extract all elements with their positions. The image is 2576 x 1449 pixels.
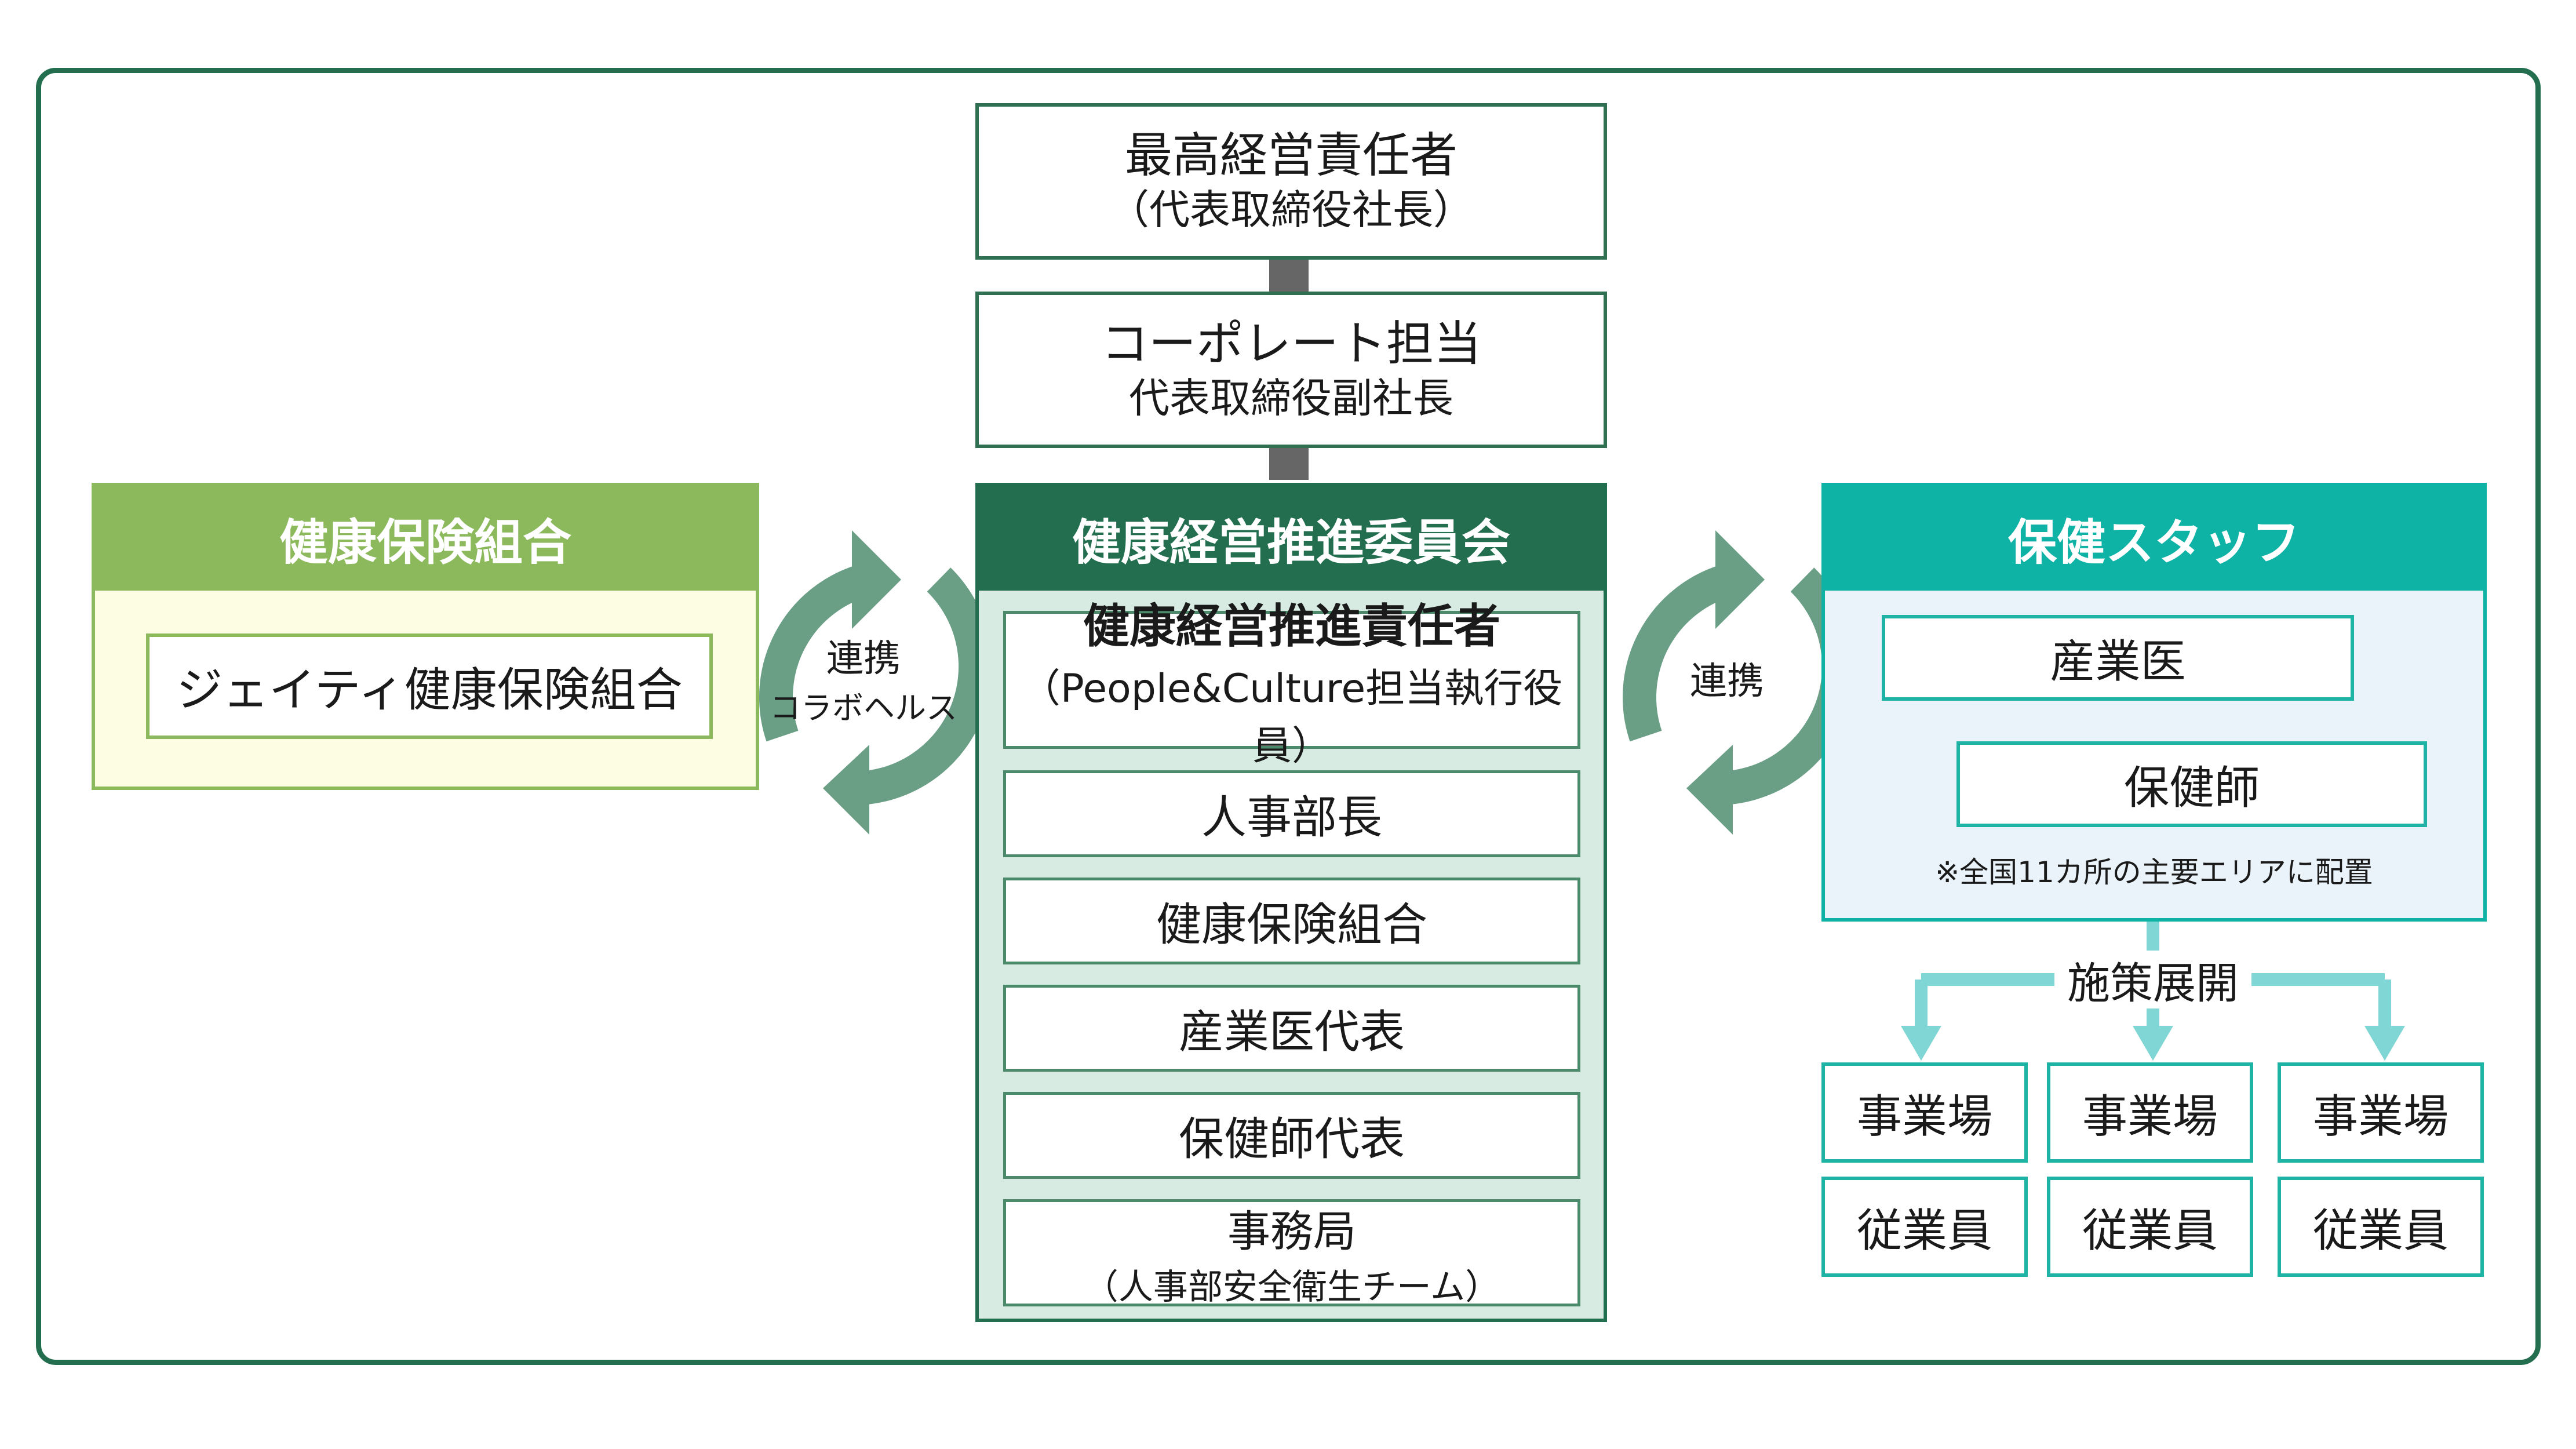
ceo-box: 最高経営責任者 （代表取締役社長） xyxy=(975,103,1607,260)
committee-item-hr: 人事部長 xyxy=(1003,770,1580,857)
left-link-label: 連携 コラボヘルス xyxy=(770,637,957,726)
health-staff-header: 保健スタッフ xyxy=(1825,486,2483,591)
outer-frame xyxy=(36,68,2541,1365)
corporate-box: コーポレート担当 代表取締役副社長 xyxy=(975,292,1607,448)
committee-office-box: 事務局 （人事部安全衛生チーム） xyxy=(1003,1199,1580,1308)
site-box-1: 事業場 xyxy=(1821,1062,2028,1163)
committee-item-nurse: 保健師代表 xyxy=(1003,1092,1580,1179)
insurance-item-box: ジェイティ健康保険組合 xyxy=(146,634,713,739)
ceo-subtitle: （代表取締役社長） xyxy=(1109,186,1474,234)
committee-lead-box: 健康経営推進責任者 （People&Culture担当執行役員） xyxy=(1003,599,1580,769)
committee-panel: 健康経営推進委員会 健康経営推進責任者 （People&Culture担当執行役… xyxy=(975,483,1607,1322)
committee-header: 健康経営推進委員会 xyxy=(979,486,1604,591)
deployment-note: ※全国11カ所の主要エリアに配置 xyxy=(1935,855,2373,889)
rollout-label: 施策展開 xyxy=(2054,951,2251,1009)
doctor-box: 産業医 xyxy=(1882,615,2354,701)
rollout-arrowhead-center xyxy=(2133,1026,2173,1061)
employee-box-1: 従業員 xyxy=(1821,1177,2028,1277)
employee-box-2: 従業員 xyxy=(2047,1177,2253,1277)
nurse-box: 保健師 xyxy=(1956,741,2427,827)
site-box-3: 事業場 xyxy=(2278,1062,2484,1163)
corporate-title: コーポレート担当 xyxy=(1101,316,1481,372)
committee-item-insurance: 健康保険組合 xyxy=(1003,878,1580,964)
committee-item-doctor: 産業医代表 xyxy=(1003,985,1580,1072)
left-cycle-arrowhead-top xyxy=(852,530,901,629)
rollout-arrowhead-right xyxy=(2364,1026,2405,1061)
right-cycle-arrowhead-bottom xyxy=(1686,745,1733,835)
ceo-title: 最高経営責任者 xyxy=(1124,128,1458,184)
right-cycle-arrowhead-top xyxy=(1715,530,1765,629)
left-cycle-arrow-icon xyxy=(759,563,993,806)
employee-box-3: 従業員 xyxy=(2278,1177,2484,1277)
health-staff-panel: 保健スタッフ 産業医 保健師 ※全国11カ所の主要エリアに配置 xyxy=(1821,483,2487,922)
insurance-header: 健康保険組合 xyxy=(95,486,756,591)
right-link-label: 連携 xyxy=(1690,660,1764,703)
connector-corp-committee xyxy=(1269,446,1309,480)
rollout-arrowhead-left xyxy=(1901,1026,1941,1061)
connector-ceo-corp xyxy=(1269,258,1309,292)
left-cycle-arrowhead-bottom xyxy=(823,745,869,835)
corporate-subtitle: 代表取締役副社長 xyxy=(1129,374,1453,423)
site-box-2: 事業場 xyxy=(2047,1062,2253,1163)
insurance-panel: 健康保険組合 ジェイティ健康保険組合 xyxy=(92,483,759,790)
